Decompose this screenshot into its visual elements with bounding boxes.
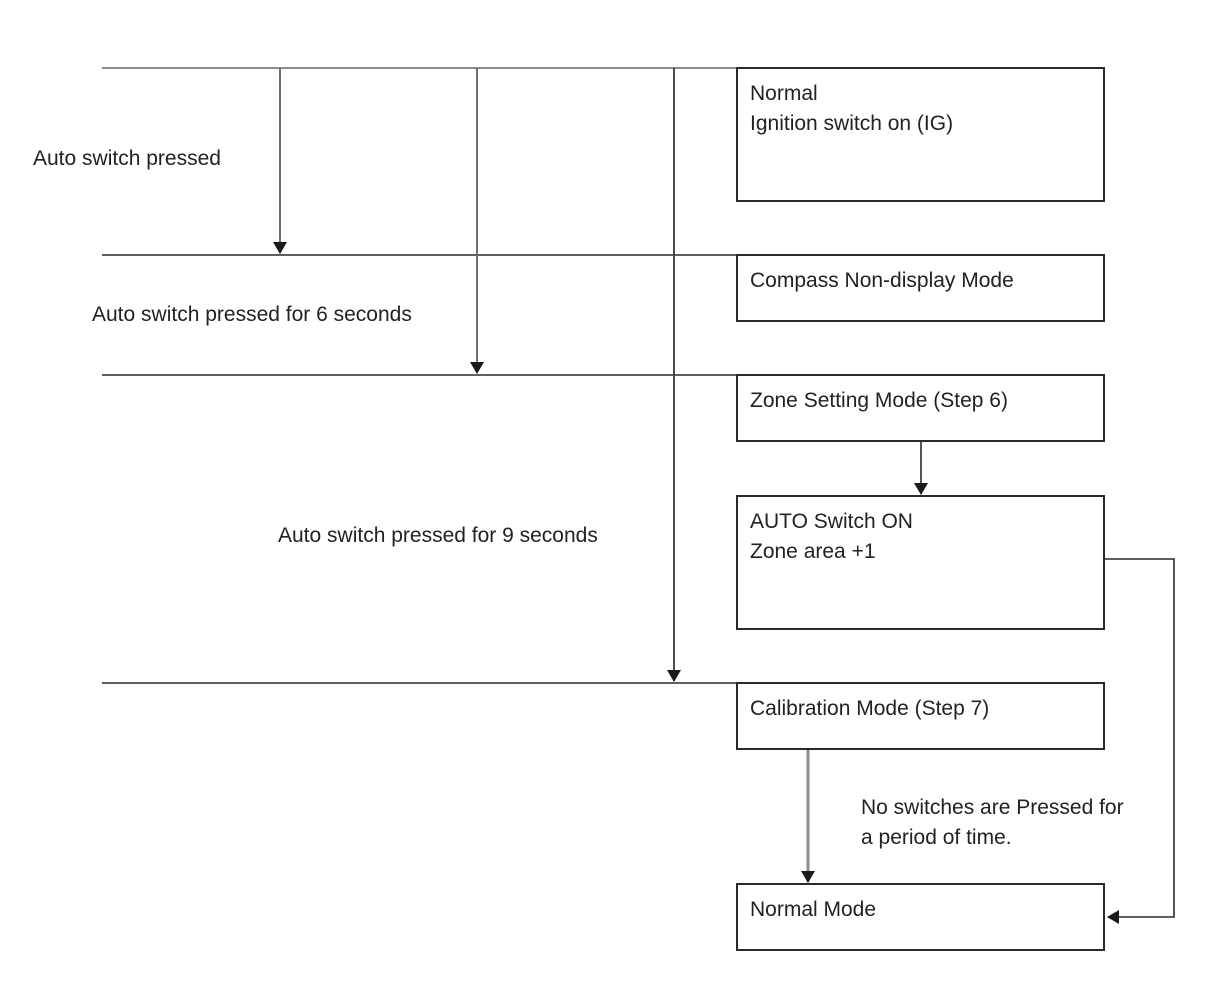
note-line-2: a period of time.: [861, 826, 1012, 849]
box-normal-mode: Normal Mode: [736, 883, 1105, 951]
box-zone-setting: Zone Setting Mode (Step 6): [736, 374, 1105, 442]
label-auto-switch-pressed-6s: Auto switch pressed for 6 seconds: [92, 303, 412, 326]
box-compass-line-1: Compass Non-display Mode: [750, 269, 1014, 292]
box-normal-line-1: Normal: [750, 82, 818, 105]
label-auto-switch-pressed-9s: Auto switch pressed for 9 seconds: [278, 524, 598, 547]
box-compass-non-display: Compass Non-display Mode: [736, 254, 1105, 322]
note-line-1: No switches are Pressed for: [861, 796, 1124, 819]
label-auto-switch-pressed: Auto switch pressed: [33, 147, 221, 170]
box-calibration-line-1: Calibration Mode (Step 7): [750, 697, 990, 720]
box-normal-line-2: Ignition switch on (IG): [750, 112, 954, 135]
box-calibration-mode: Calibration Mode (Step 7): [736, 682, 1105, 750]
box-auto-switch-on: AUTO Switch ON Zone area +1: [736, 495, 1105, 630]
arrow-auto-to-normal-loop: [1104, 558, 1175, 924]
box-normal-mode-line-1: Normal Mode: [750, 898, 877, 921]
box-auto-line-2: Zone area +1: [750, 540, 876, 563]
label-no-switches-pressed: No switches are Pressed for a period of …: [861, 793, 1124, 853]
box-auto-line-1: AUTO Switch ON: [750, 510, 913, 533]
box-normal-ignition: Normal Ignition switch on (IG): [736, 67, 1105, 202]
box-zone-line-1: Zone Setting Mode (Step 6): [750, 389, 1008, 412]
